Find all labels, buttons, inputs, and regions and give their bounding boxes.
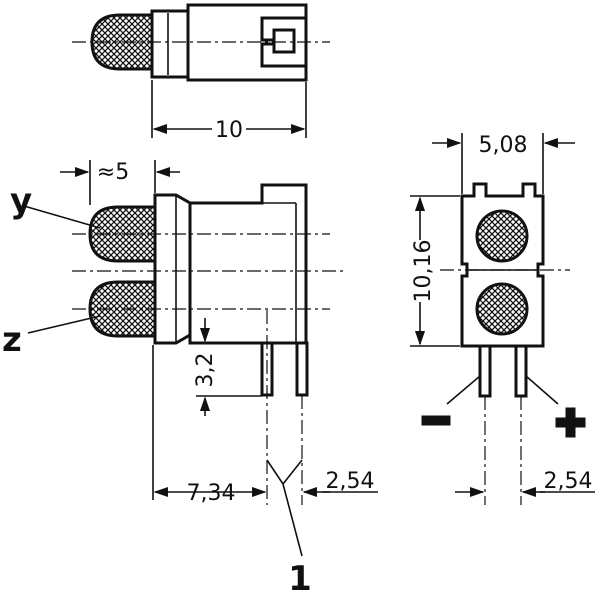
dim-5-08-text: 5,08	[479, 133, 528, 158]
dim-2-54-side-text: 2,54	[326, 469, 375, 494]
front-body-outline	[460, 182, 545, 348]
callout-leader-left	[266, 459, 303, 557]
front-lower-led	[475, 282, 529, 336]
dim-2-54-front-text: 2,54	[544, 469, 593, 494]
front-pin-positive	[514, 344, 528, 398]
callout-leader-right	[282, 459, 303, 485]
front-view: 5,08 10,16 2,54 - +	[0, 0, 595, 505]
lower-led-leader	[27, 315, 101, 334]
positive-leader	[525, 375, 559, 405]
side-collar	[153, 193, 192, 345]
top-view-collar	[150, 9, 190, 79]
dim-10-text: 10	[215, 118, 243, 143]
callout-1-label: 1	[288, 559, 312, 599]
side-pin-right	[295, 341, 309, 397]
upper-led-label: y	[10, 181, 32, 221]
front-pin-negative	[478, 344, 492, 398]
positive-sign-mark	[555, 407, 586, 438]
side-view: ≈5 3,2 7,34 2,54 1 y z	[2, 160, 378, 599]
negative-leader	[446, 375, 481, 405]
dim-10-16-gap	[408, 240, 436, 302]
dim-10-16-text: 10,16	[411, 240, 436, 303]
dim-10-gap	[212, 114, 246, 140]
dim-7-34-text: 7,34	[187, 481, 236, 506]
lower-led-label: z	[2, 320, 22, 360]
negative-label: -	[0, 0, 1, 1]
side-body	[188, 183, 308, 345]
dim-3-2-text: 3,2	[193, 353, 218, 388]
dim-5-text: ≈5	[97, 160, 129, 185]
top-view: 10	[72, 3, 330, 143]
positive-label: +	[0, 0, 1, 1]
front-upper-led	[475, 209, 529, 263]
upper-led-leader	[23, 205, 101, 229]
top-view-clip	[260, 16, 306, 68]
negative-sign-mark	[421, 415, 451, 426]
